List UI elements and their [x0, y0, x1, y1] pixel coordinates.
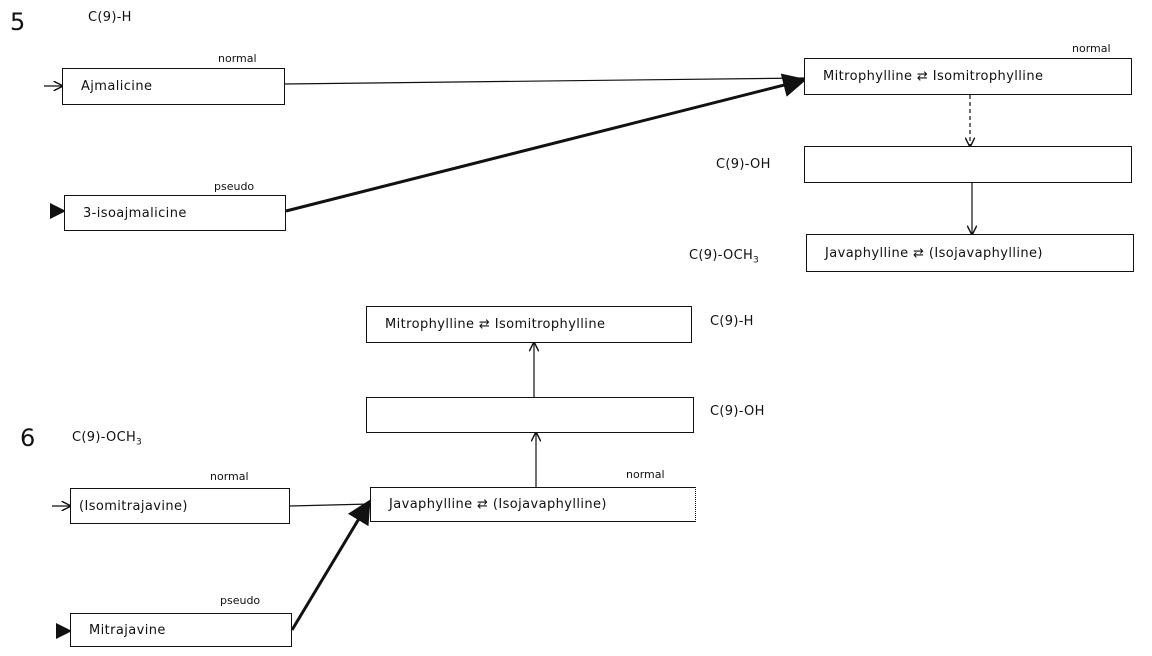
- tag-pseudo: pseudo: [220, 594, 261, 607]
- node-ajmalicine: Ajmalicine: [62, 68, 285, 105]
- panel-5-number: 5: [10, 8, 26, 36]
- label-subscript: 3: [753, 255, 760, 266]
- node-javaphylline-isojavaphylline: Javaphylline ⇄ (Isojavaphylline): [806, 234, 1134, 272]
- tag-normal: normal: [1072, 42, 1111, 55]
- node-label: Ajmalicine: [81, 79, 153, 94]
- node-mitrophylline-isomitrophylline: Mitrophylline ⇄ Isomitrophylline: [366, 306, 692, 343]
- edge-3-isoajmalicine-to-mitrophylline: [285, 73, 807, 213]
- label-main: C(9)-OCH: [72, 430, 137, 445]
- tag-normal: normal: [626, 468, 665, 481]
- node-c9-oh-empty: [804, 146, 1132, 183]
- node-c9-oh-empty: [366, 397, 694, 433]
- node-label: Javaphylline ⇄ (Isojavaphylline): [389, 497, 607, 512]
- label-main: C(9)-OCH: [689, 248, 754, 263]
- edge-mitrajavine-to-javaphylline: [290, 499, 371, 631]
- panel-5-group-label: C(9)-H: [88, 10, 132, 25]
- node-label: (Isomitrajavine): [79, 498, 188, 514]
- side-label-c9-oh: C(9)-OH: [710, 404, 765, 419]
- tag-normal: normal: [210, 470, 249, 483]
- node-3-isoajmalicine: 3-isoajmalicine: [64, 195, 286, 231]
- node-label: Mitrajavine: [89, 622, 166, 638]
- side-label-c9-och3: C(9)-OCH3: [689, 248, 759, 266]
- node-label: Javaphylline ⇄ (Isojavaphylline): [825, 245, 1043, 261]
- tag-normal: normal: [218, 52, 257, 65]
- node-mitrophylline-isomitrophylline: Mitrophylline ⇄ Isomitrophylline: [804, 58, 1132, 95]
- edge-isomitrajavine-to-javaphylline: [289, 503, 371, 507]
- node-label: 3-isoajmalicine: [83, 205, 187, 221]
- side-label-c9-h: C(9)-H: [710, 314, 754, 329]
- panel-6-number: 6: [20, 424, 36, 452]
- panel-6-group-label: C(9)-OCH3: [72, 430, 142, 448]
- side-label-c9-oh: C(9)-OH: [716, 157, 771, 172]
- node-mitrajavine: Mitrajavine: [70, 613, 292, 647]
- node-label: Mitrophylline ⇄ Isomitrophylline: [823, 69, 1044, 84]
- edge-ajmalicine-to-mitrophylline: [283, 77, 805, 85]
- node-javaphylline-isojavaphylline: Javaphylline ⇄ (Isojavaphylline): [370, 487, 696, 522]
- node-isomitrajavine: (Isomitrajavine): [70, 488, 290, 524]
- node-label: Mitrophylline ⇄ Isomitrophylline: [385, 317, 606, 332]
- label-subscript: 3: [136, 437, 143, 448]
- tag-pseudo: pseudo: [214, 180, 255, 193]
